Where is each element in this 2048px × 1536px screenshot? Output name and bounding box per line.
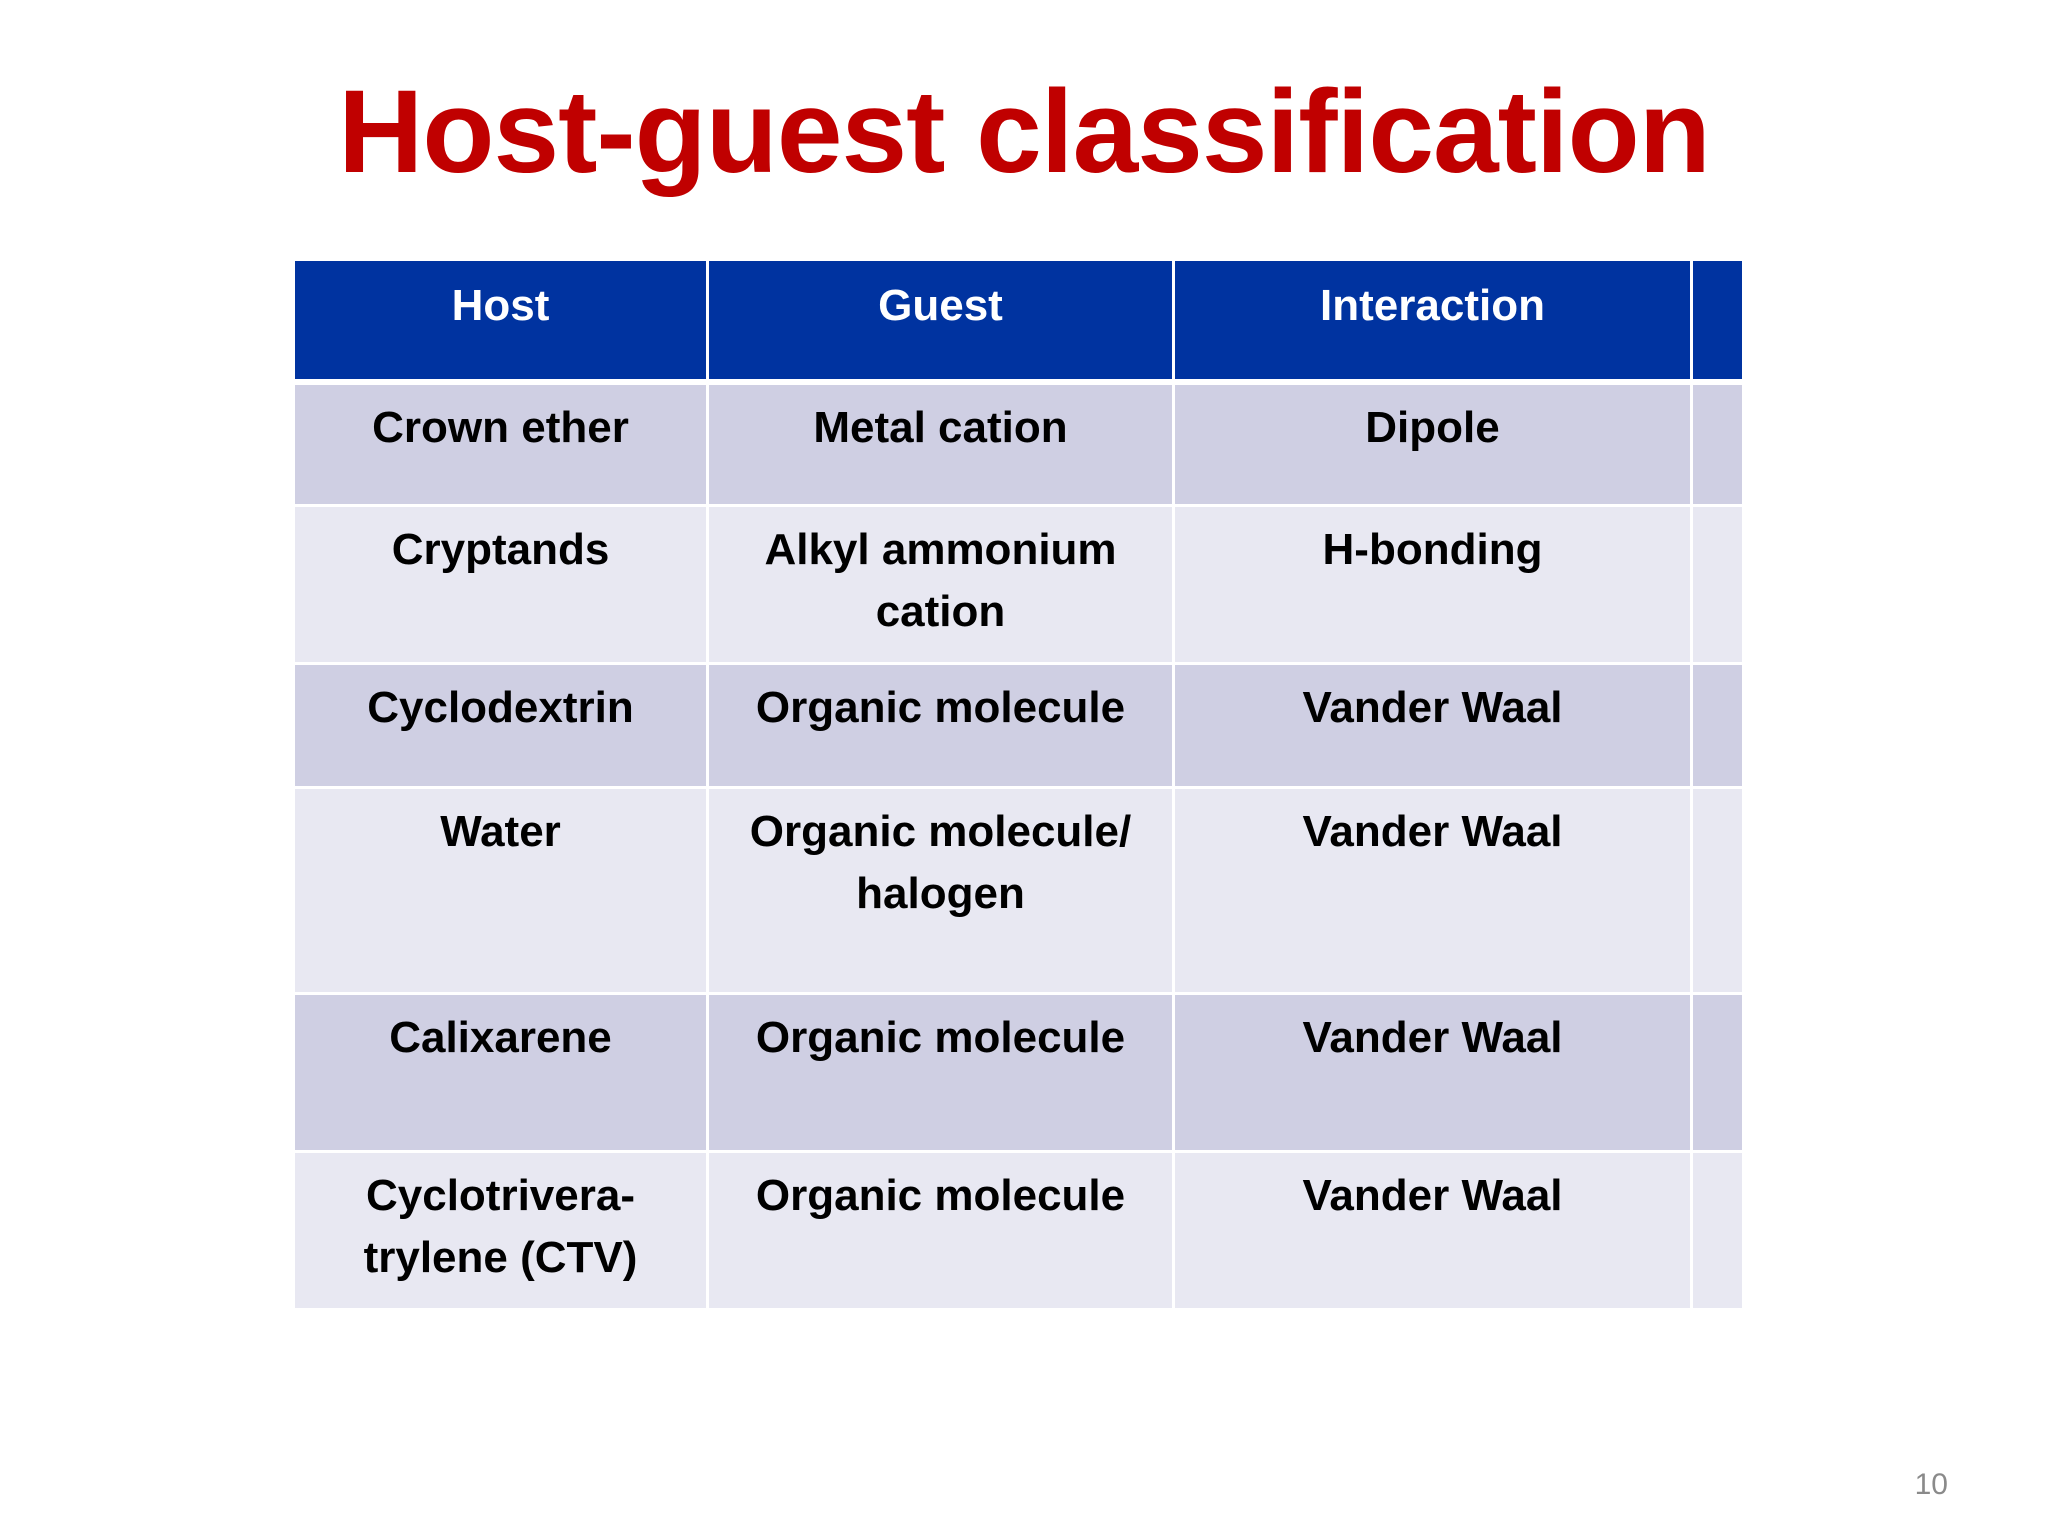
classification-table-container: Host Guest Interaction Crown ether Metal…: [292, 258, 1745, 1311]
cell-guest: Metal cation: [706, 380, 1175, 507]
cell-extra: [1690, 992, 1745, 1153]
cell-guest: Organic molecule/ halogen: [706, 786, 1175, 995]
table-header-row: Host Guest Interaction: [292, 258, 1745, 385]
cell-interaction: Vander Waal: [1172, 1150, 1693, 1311]
cell-guest: Organic molecule: [706, 662, 1175, 789]
header-extra: [1690, 258, 1745, 385]
header-interaction: Interaction: [1172, 258, 1693, 385]
classification-table: Host Guest Interaction Crown ether Metal…: [292, 258, 1745, 1311]
cell-extra: [1690, 380, 1745, 507]
cell-host: Cyclotrivera-trylene (CTV): [292, 1150, 709, 1311]
table-row: Cyclodextrin Organic molecule Vander Waa…: [292, 662, 1745, 789]
cell-extra: [1690, 662, 1745, 789]
cell-host: Cyclodextrin: [292, 662, 709, 789]
table-row: Crown ether Metal cation Dipole: [292, 380, 1745, 507]
cell-host: Calixarene: [292, 992, 709, 1153]
table-row: Water Organic molecule/ halogen Vander W…: [292, 786, 1745, 995]
cell-host: Cryptands: [292, 504, 709, 665]
cell-interaction: Vander Waal: [1172, 992, 1693, 1153]
cell-interaction: H-bonding: [1172, 504, 1693, 665]
cell-extra: [1690, 504, 1745, 665]
cell-guest: Organic molecule: [706, 992, 1175, 1153]
slide-title: Host-guest classification: [338, 66, 1711, 198]
table-row: Cryptands Alkyl ammonium cation H-bondin…: [292, 504, 1745, 665]
cell-interaction: Vander Waal: [1172, 662, 1693, 789]
cell-guest: Alkyl ammonium cation: [706, 504, 1175, 665]
page-number: 10: [1914, 1468, 1948, 1501]
cell-extra: [1690, 786, 1745, 995]
header-host: Host: [292, 258, 709, 385]
cell-host: Crown ether: [292, 380, 709, 507]
cell-extra: [1690, 1150, 1745, 1311]
header-guest: Guest: [706, 258, 1175, 385]
table-row: Calixarene Organic molecule Vander Waal: [292, 992, 1745, 1153]
cell-interaction: Vander Waal: [1172, 786, 1693, 995]
cell-interaction: Dipole: [1172, 380, 1693, 507]
cell-guest: Organic molecule: [706, 1150, 1175, 1311]
table-row: Cyclotrivera-trylene (CTV) Organic molec…: [292, 1150, 1745, 1311]
cell-host: Water: [292, 786, 709, 995]
